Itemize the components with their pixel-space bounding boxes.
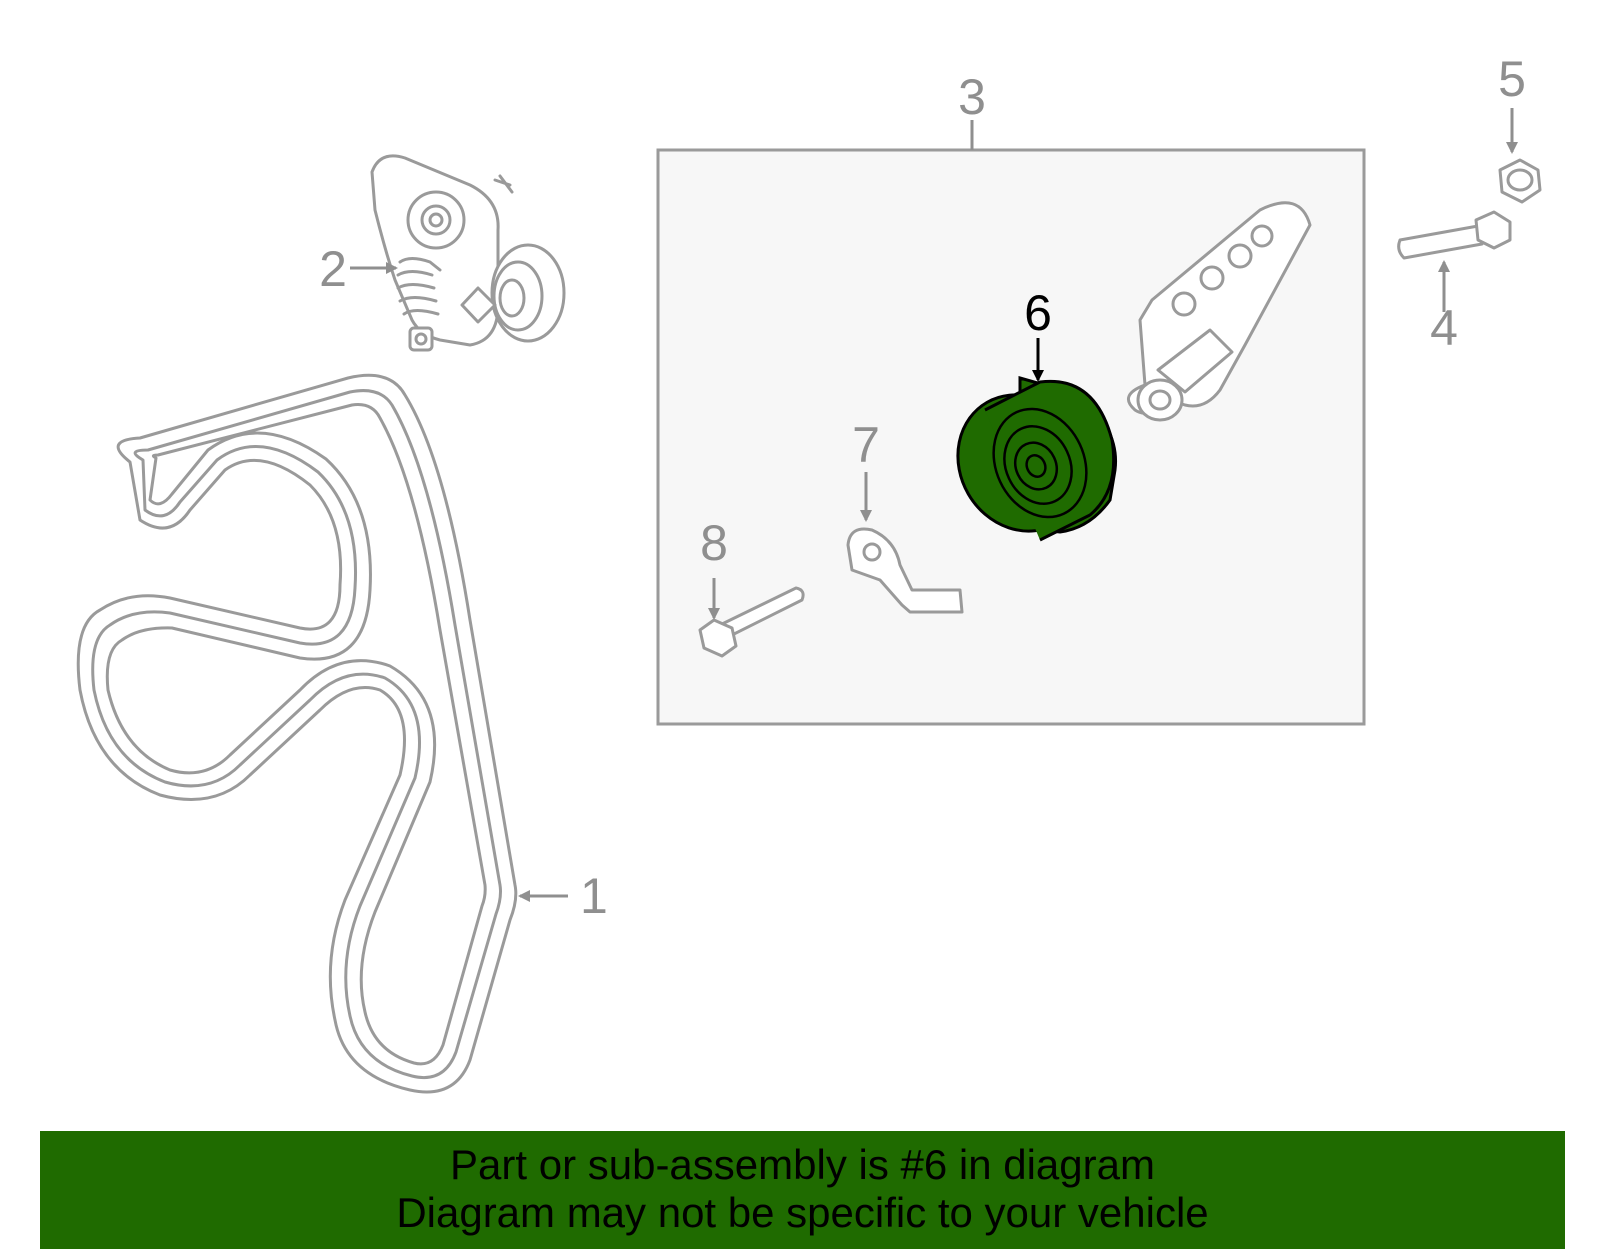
callout-3: 3 bbox=[958, 69, 986, 125]
pulley-shield bbox=[846, 527, 964, 614]
callout-7: 7 bbox=[852, 417, 880, 473]
pulley-bolt bbox=[698, 586, 805, 658]
idler-pulley-highlighted bbox=[956, 376, 1118, 542]
callout-8: 8 bbox=[700, 515, 728, 571]
belt-tensioner bbox=[370, 154, 566, 352]
callout-2: 2 bbox=[319, 241, 347, 297]
callout-6: 6 bbox=[1024, 285, 1052, 341]
banner-line-part: Part or sub-assembly is #6 in diagram bbox=[450, 1141, 1155, 1188]
callout-1: 1 bbox=[580, 868, 608, 924]
flange-nut bbox=[1498, 158, 1542, 204]
callout-4: 4 bbox=[1430, 300, 1458, 356]
idler-bracket bbox=[1126, 201, 1312, 422]
callout-5: 5 bbox=[1498, 51, 1526, 107]
info-banner: Part or sub-assembly is #6 in diagram Di… bbox=[40, 1131, 1565, 1249]
banner-line-disclaimer: Diagram may not be specific to your vehi… bbox=[396, 1189, 1209, 1236]
mounting-bolt bbox=[1397, 210, 1512, 260]
serpentine-belt bbox=[76, 373, 518, 1094]
